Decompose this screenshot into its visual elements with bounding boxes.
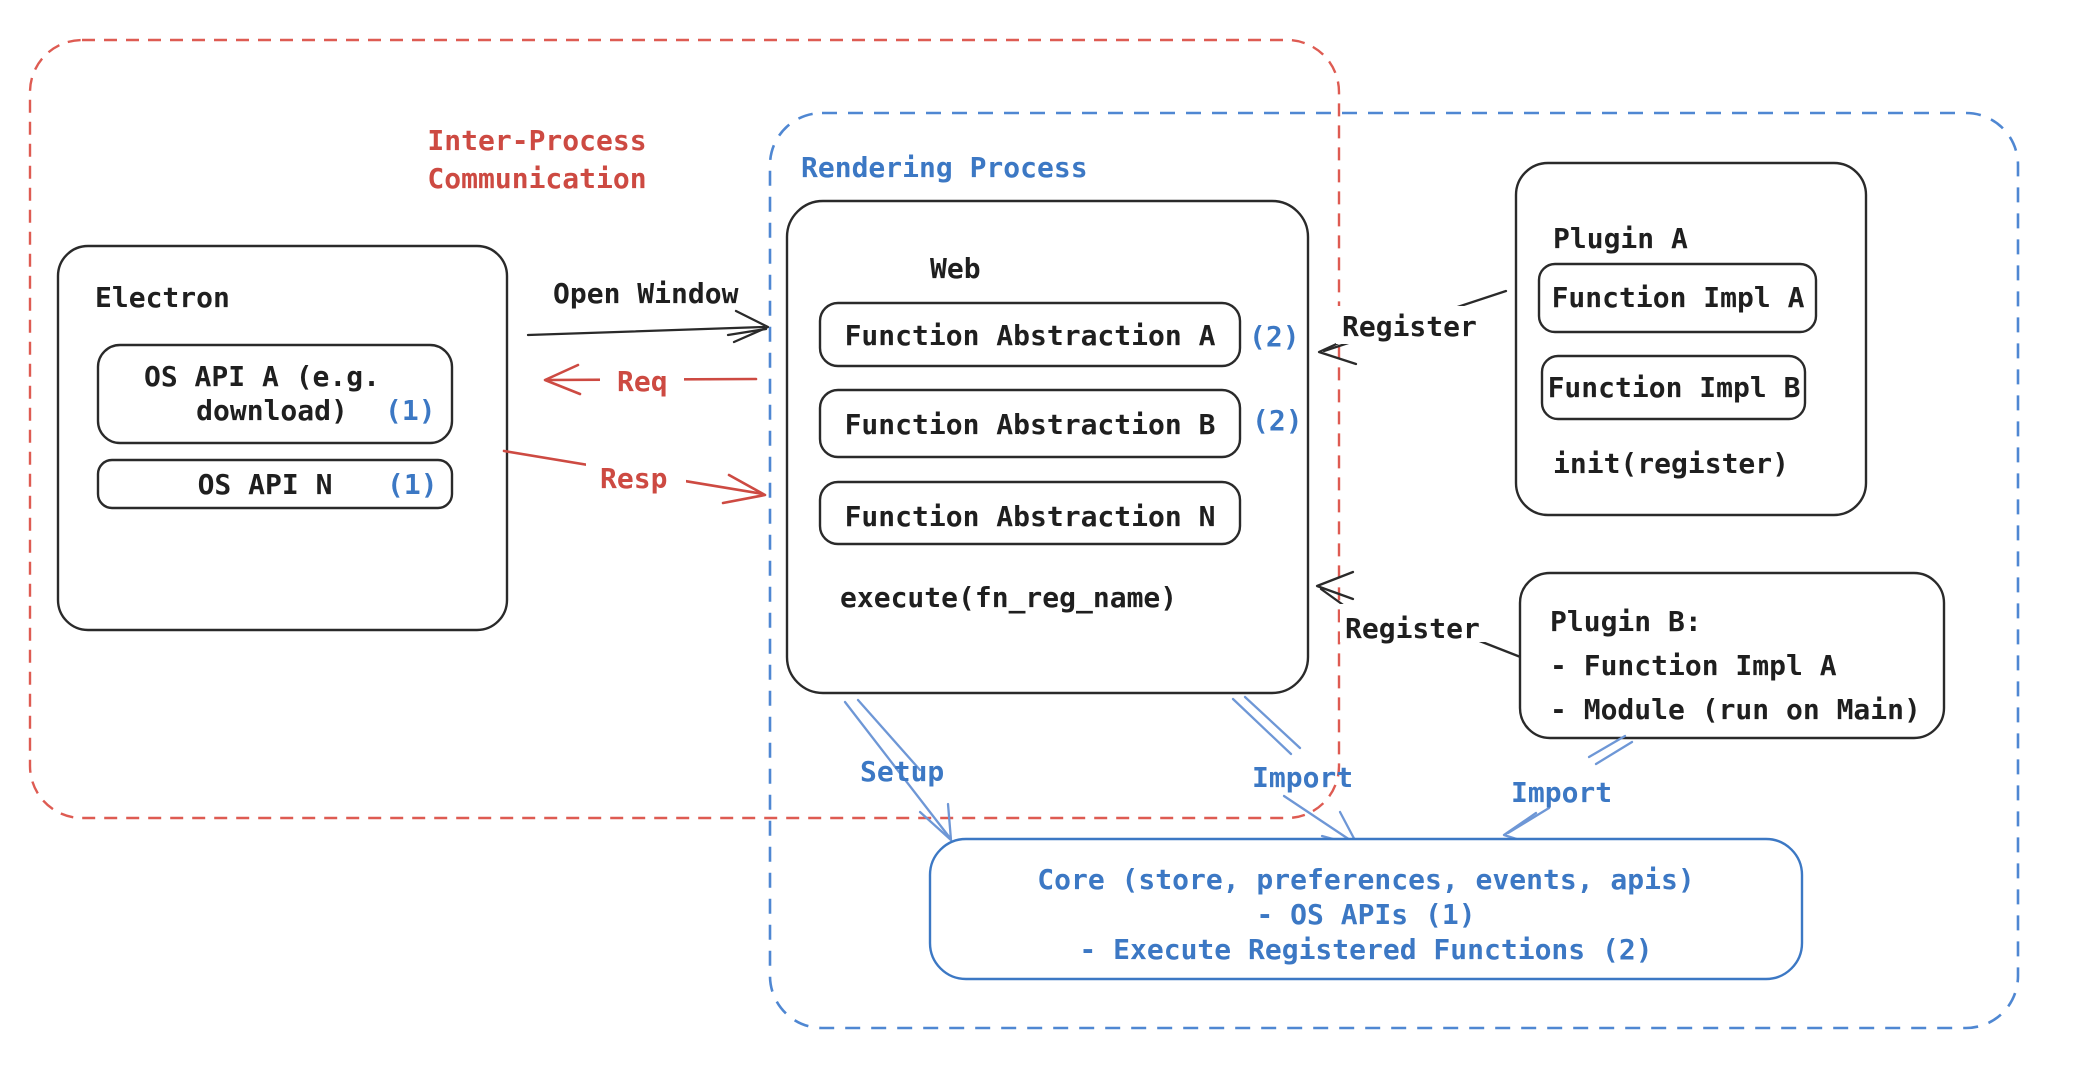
open-window-line bbox=[526, 325, 766, 337]
function-abstraction-n-box bbox=[818, 480, 1242, 546]
init-register-label: init(register) bbox=[1553, 447, 1789, 480]
ipc-dashed-region bbox=[28, 38, 1341, 820]
resp-label-bg bbox=[586, 456, 686, 496]
core-line3: - Execute Registered Functions (2) bbox=[1079, 933, 1652, 966]
setup-line2 bbox=[856, 698, 922, 772]
function-abstraction-b-box bbox=[818, 388, 1242, 459]
electron-box-group: Electron OS API A (e.g. download) (1) OS… bbox=[56, 244, 509, 632]
import-right-label: Import bbox=[1511, 776, 1612, 809]
import-mid-line2 bbox=[1282, 794, 1358, 846]
rendering-process-dashed-region bbox=[768, 111, 2020, 1030]
os-api-a-ref: (1) bbox=[385, 394, 436, 427]
core-line1: Core (store, preferences, events, apis) bbox=[1037, 863, 1694, 896]
resp-arrowhead bbox=[721, 473, 767, 505]
os-api-n-box bbox=[96, 458, 454, 510]
open-window-label: Open Window bbox=[553, 277, 739, 310]
plugin-a-box-group: Plugin A Function Impl A Function Impl B… bbox=[1514, 161, 1868, 517]
setup-line bbox=[843, 700, 952, 840]
req-label: Req bbox=[617, 365, 668, 398]
register-bottom-label-bg bbox=[1340, 604, 1488, 642]
function-abstraction-a-ref: (2) bbox=[1249, 320, 1300, 353]
function-abstraction-a-label: Function Abstraction A bbox=[845, 319, 1216, 352]
import-mid-label: Import bbox=[1252, 761, 1353, 794]
import-right-tail2 bbox=[1587, 734, 1627, 759]
register-bottom-arrowhead bbox=[1315, 570, 1355, 601]
execute-label: execute(fn_reg_name) bbox=[840, 581, 1177, 614]
plugin-b-box bbox=[1518, 571, 1946, 740]
setup-label: Setup bbox=[860, 755, 944, 788]
plugin-a-box bbox=[1514, 161, 1868, 517]
plugin-b-box-group: Plugin B: - Function Impl A - Module (ru… bbox=[1518, 571, 1946, 740]
register-bottom-label: Register bbox=[1345, 612, 1480, 645]
register-top-label: Register bbox=[1342, 310, 1477, 343]
electron-title: Electron bbox=[95, 281, 230, 314]
plugin-b-line3: - Module (run on Main) bbox=[1550, 693, 1921, 726]
web-box-group: Web Function Abstraction A (2) Function … bbox=[785, 199, 1310, 695]
register-top-label-bg bbox=[1336, 306, 1486, 344]
web-title: Web bbox=[930, 252, 981, 285]
open-window-arrowhead-stroke2 bbox=[726, 327, 768, 337]
plugin-b-line2: - Function Impl A bbox=[1550, 649, 1837, 682]
os-api-n-ref: (1) bbox=[387, 468, 438, 501]
function-impl-a-label: Function Impl A bbox=[1552, 281, 1805, 314]
plugin-a-title: Plugin A bbox=[1553, 222, 1688, 255]
core-box bbox=[928, 837, 1804, 981]
import-right-tail1 bbox=[1594, 740, 1634, 766]
core-line2: - OS APIs (1) bbox=[1256, 898, 1475, 931]
req-label-bg bbox=[600, 360, 684, 398]
function-impl-b-box bbox=[1540, 354, 1807, 421]
open-window-arrowhead bbox=[732, 309, 770, 344]
open-window-arrow bbox=[526, 309, 770, 344]
os-api-a-label-line2: download) bbox=[196, 394, 348, 427]
function-abstraction-b-label: Function Abstraction B bbox=[845, 408, 1216, 441]
function-abstraction-a-box bbox=[818, 301, 1242, 368]
req-arrowhead bbox=[543, 363, 582, 396]
setup-arrowhead bbox=[918, 802, 953, 842]
import-mid-line1b bbox=[1243, 695, 1302, 750]
function-impl-b-label: Function Impl B bbox=[1548, 371, 1801, 404]
ipc-label-line2: Communication bbox=[427, 162, 646, 195]
os-api-n-label: OS API N bbox=[198, 468, 333, 501]
ipc-label-line1: Inter-Process bbox=[427, 124, 646, 157]
function-impl-a-box bbox=[1537, 262, 1818, 334]
resp-label: Resp bbox=[600, 462, 667, 495]
function-abstraction-n-label: Function Abstraction N bbox=[845, 500, 1216, 533]
os-api-a-box bbox=[96, 343, 454, 445]
setup-arrow bbox=[843, 698, 953, 842]
function-abstraction-b-ref: (2) bbox=[1252, 404, 1303, 437]
core-box-group: Core (store, preferences, events, apis) … bbox=[928, 837, 1804, 981]
import-mid-line1 bbox=[1231, 697, 1293, 756]
register-bottom-tail bbox=[1475, 638, 1525, 660]
plugin-b-line1: Plugin B: bbox=[1550, 605, 1702, 638]
os-api-a-label-line1: OS API A (e.g. bbox=[144, 360, 380, 393]
rendering-process-label: Rendering Process bbox=[801, 151, 1088, 184]
